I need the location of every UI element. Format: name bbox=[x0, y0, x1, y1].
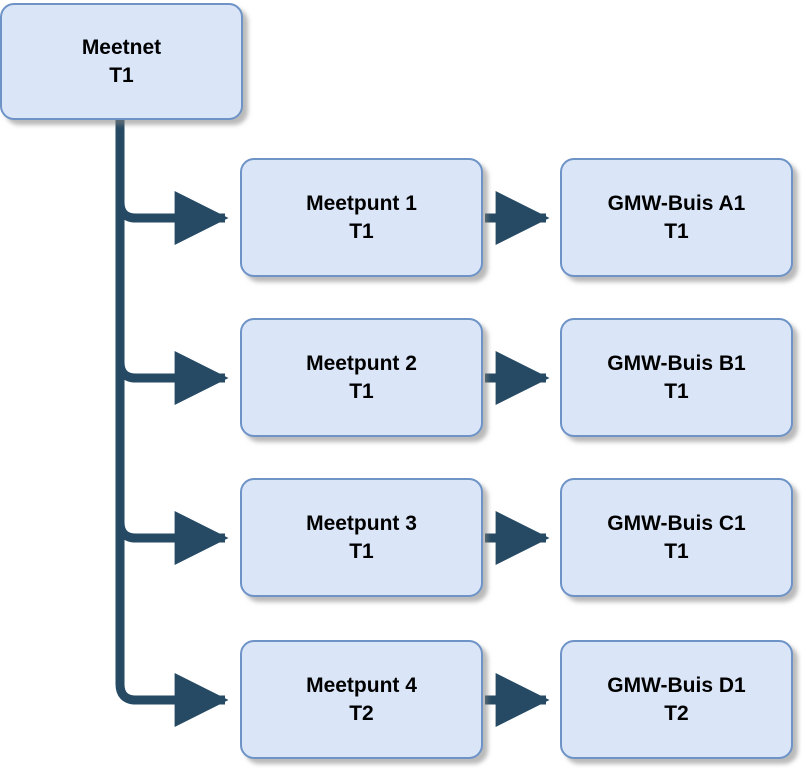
node-gmw-buis-d1[interactable]: GMW-Buis D1 T2 bbox=[560, 640, 793, 759]
node-gmw-buis-a1-line2: T1 bbox=[664, 219, 689, 243]
node-meetpunt-2-line2: T1 bbox=[349, 379, 374, 403]
node-meetnet-line2: T1 bbox=[109, 63, 134, 87]
branch-line-row-1 bbox=[115, 191, 229, 245]
node-meetpunt-4-line1: Meetpunt 4 bbox=[306, 673, 417, 697]
node-gmw-buis-a1-line1: GMW-Buis A1 bbox=[607, 191, 746, 215]
node-gmw-buis-b1-line2: T1 bbox=[664, 379, 689, 403]
node-meetpunt-1-line1: Meetpunt 1 bbox=[306, 191, 417, 215]
node-gmw-buis-c1-line1: GMW-Buis C1 bbox=[607, 511, 746, 535]
branch-line-row-3 bbox=[115, 511, 229, 565]
node-gmw-buis-c1[interactable]: GMW-Buis C1 T1 bbox=[560, 478, 793, 597]
node-gmw-buis-a1[interactable]: GMW-Buis A1 T1 bbox=[560, 158, 793, 277]
node-meetpunt-3[interactable]: Meetpunt 3 T1 bbox=[240, 478, 483, 597]
trunk-line bbox=[115, 118, 229, 727]
node-meetpunt-4[interactable]: Meetpunt 4 T2 bbox=[240, 640, 483, 759]
branch-line-row-2 bbox=[115, 351, 229, 405]
node-meetpunt-3-line1: Meetpunt 3 bbox=[306, 511, 417, 535]
node-gmw-buis-d1-line2: T2 bbox=[664, 701, 689, 725]
node-meetpunt-1-line2: T1 bbox=[349, 219, 374, 243]
node-gmw-buis-b1-line1: GMW-Buis B1 bbox=[607, 351, 746, 375]
node-meetnet[interactable]: Meetnet T1 bbox=[0, 3, 243, 120]
node-meetpunt-2-line1: Meetpunt 2 bbox=[306, 351, 417, 375]
node-meetpunt-1[interactable]: Meetpunt 1 T1 bbox=[240, 158, 483, 277]
node-gmw-buis-d1-line1: GMW-Buis D1 bbox=[607, 673, 746, 697]
node-gmw-buis-b1[interactable]: GMW-Buis B1 T1 bbox=[560, 318, 793, 437]
node-meetpunt-2[interactable]: Meetpunt 2 T1 bbox=[240, 318, 483, 437]
node-gmw-buis-c1-line2: T1 bbox=[664, 539, 689, 563]
node-meetpunt-3-line2: T1 bbox=[349, 539, 374, 563]
node-meetnet-line1: Meetnet bbox=[81, 35, 162, 59]
node-meetpunt-4-line2: T2 bbox=[349, 701, 374, 725]
